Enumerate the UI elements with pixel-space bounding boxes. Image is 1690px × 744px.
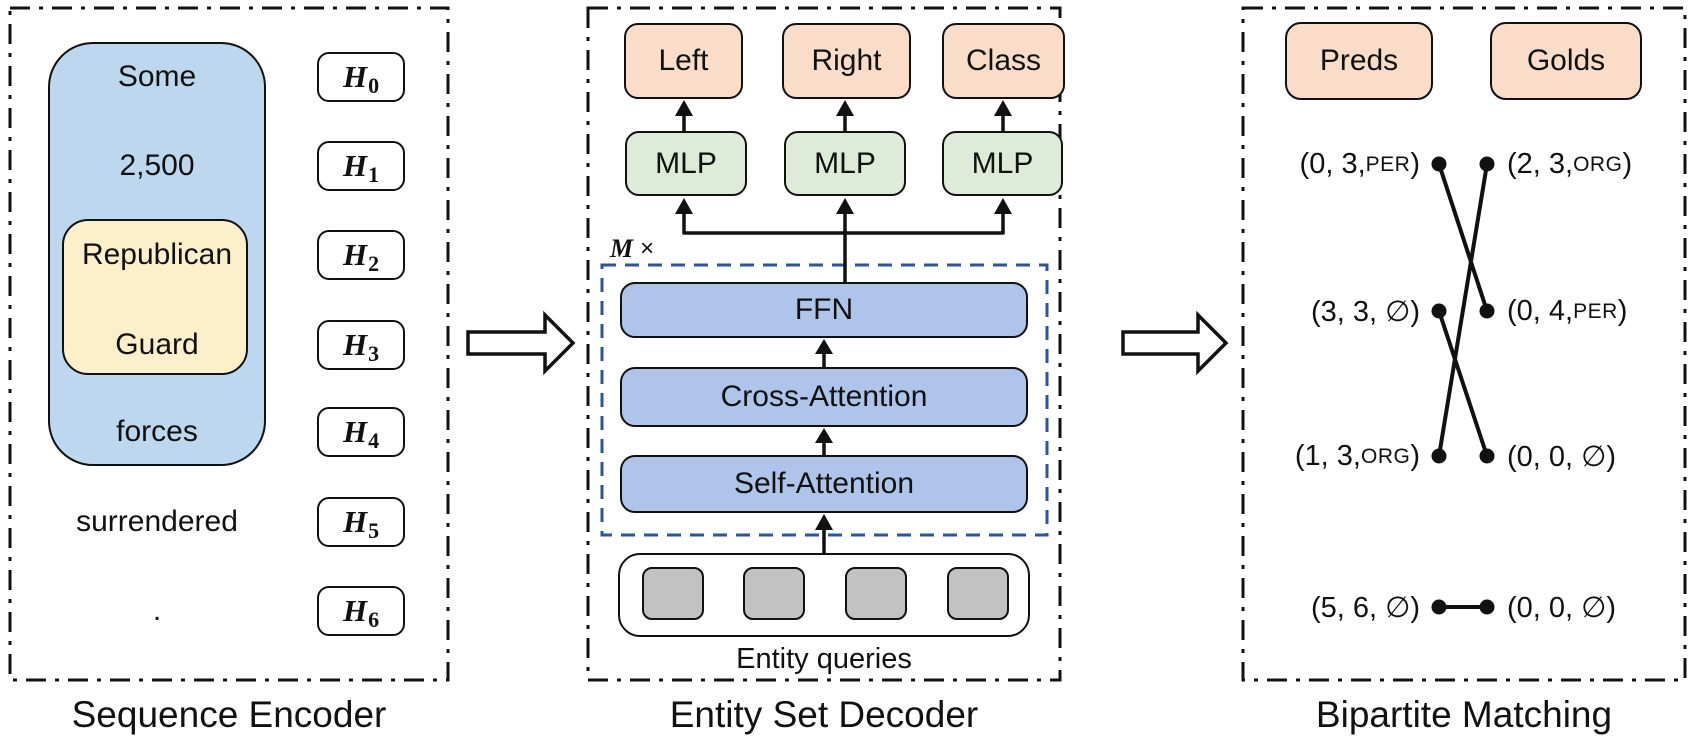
gold-tuple-0: (2, 3, ORG) (1507, 147, 1633, 180)
output-left-box: Left (624, 23, 743, 99)
decoder-block-dashed-border (600, 263, 1049, 537)
encoder-caption: Sequence Encoder (71, 694, 387, 735)
entity-query-cell (845, 567, 907, 620)
decoder-to-matching-arrow (1121, 310, 1229, 376)
output-right-box: Right (782, 23, 911, 99)
entity-type-tag: ORG (1360, 445, 1411, 468)
times-symbol: × (640, 235, 655, 262)
output-class-box: Class (942, 23, 1065, 99)
layer-arrowheads (815, 339, 833, 530)
pred-tuple-2: (1, 3, ORG) (1294, 439, 1420, 472)
pred-tuple-3: (5, 6, ∅) (1310, 591, 1420, 624)
repeat-count-label: M × (610, 234, 655, 263)
matching-caption: Bipartite Matching (1315, 694, 1613, 735)
self-attention-layer-box: Self-Attention (620, 455, 1028, 513)
token-surrendered: surrendered (76, 505, 238, 538)
preds-header-box: Preds (1285, 22, 1433, 100)
decoder-caption: Entity Set Decoder (669, 694, 979, 735)
token-period: . (152, 594, 162, 627)
encoder-panel-border (8, 6, 450, 682)
token-guard: Guard (115, 328, 199, 361)
entity-type-tag: ORG (1573, 153, 1623, 176)
token-2500: 2,500 (119, 149, 195, 182)
token-forces: forces (116, 415, 198, 448)
entity-query-cell (642, 567, 704, 620)
mlp-left-box: MLP (625, 131, 747, 196)
ffn-layer-box: FFN (620, 282, 1028, 338)
pred-tuple-0: (0, 3, PER) (1299, 147, 1420, 180)
encoder-to-decoder-arrow (466, 310, 576, 376)
matching-dots (1431, 156, 1495, 615)
mlp-right-box: MLP (784, 131, 906, 196)
mlp-class-box: MLP (942, 131, 1063, 196)
ffn-to-mlp-arrowheads (675, 198, 1012, 214)
gold-tuple-2: (0, 0, ∅) (1507, 440, 1617, 473)
gold-tuple-3: (0, 0, ∅) (1507, 591, 1617, 624)
token-some: Some (117, 60, 197, 93)
entity-query-cell (743, 567, 805, 620)
nested-entity-span-box (62, 219, 248, 375)
entity-type-tag: PER (1573, 300, 1618, 323)
entity-queries-label: Entity queries (736, 642, 912, 675)
token-republican: Republican (81, 238, 233, 271)
golds-header-box: Golds (1490, 22, 1642, 100)
entity-type-tag: PER (1365, 153, 1411, 176)
edge-gold0-pred2 (1437, 163, 1489, 457)
edge-pred0-gold1 (1437, 163, 1489, 312)
mlp-to-output-arrowheads (675, 100, 1012, 116)
decoder-panel-border (586, 6, 1062, 682)
entity-query-cell (947, 567, 1009, 620)
cross-attention-layer-box: Cross-Attention (620, 367, 1028, 427)
edge-pred1-gold2 (1437, 310, 1489, 457)
pred-tuple-1: (3, 3, ∅) (1310, 295, 1420, 328)
ffn-to-mlp-branch (682, 211, 1005, 282)
gold-tuple-1: (0, 4, PER) (1507, 294, 1628, 327)
matching-edges (1437, 163, 1489, 609)
matching-panel-border (1241, 6, 1687, 682)
